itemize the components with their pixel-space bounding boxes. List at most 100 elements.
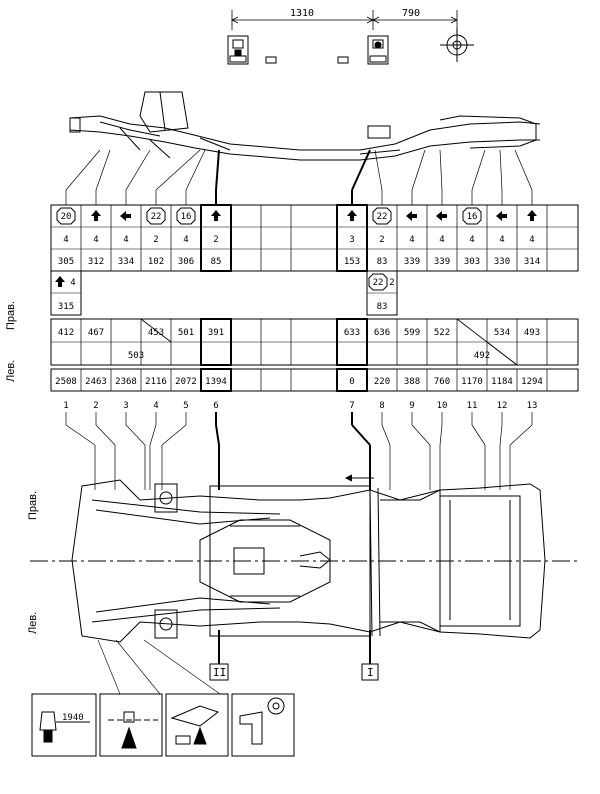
value-cell: 83: [377, 257, 388, 267]
arrow-up-icon: [527, 210, 537, 221]
right-side-cell: 501: [178, 328, 194, 338]
value-cell: 102: [148, 257, 164, 267]
label-left-bottom: Лев.: [27, 611, 39, 634]
value-cell: 303: [464, 257, 480, 267]
qty-cell: 4: [183, 235, 188, 245]
arrow-left-icon: [496, 211, 507, 221]
qty-cell: 4: [409, 235, 414, 245]
hex-badge-icon: [372, 207, 392, 225]
distance-cell: 2072: [175, 377, 197, 387]
crosshair-target-icon: [440, 28, 474, 62]
qty-cell: 2: [153, 235, 158, 245]
value-cell: 314: [524, 257, 540, 267]
right-side-cell: 534: [494, 328, 510, 338]
value-cell: 339: [434, 257, 450, 267]
qty-cell: 4: [469, 235, 474, 245]
qty-cell: 4: [439, 235, 444, 245]
qty-cell: 4: [499, 235, 504, 245]
distance-cell: 2508: [55, 377, 77, 387]
value-cell: 334: [118, 257, 134, 267]
hex-badge-icon: [176, 207, 196, 225]
right-side-cell: 467: [88, 328, 104, 338]
extra-value: 315: [58, 302, 74, 312]
column-number: 6: [213, 401, 218, 411]
distance-cell: 760: [434, 377, 450, 387]
hex-badge-icon-label: 16: [181, 212, 192, 222]
value-cell: 306: [178, 257, 194, 267]
distance-cell: 2116: [145, 377, 167, 387]
right-side-cell: 493: [524, 328, 540, 338]
hex-badge-icon-label: 22: [377, 212, 388, 222]
top-dimension-block: [231, 10, 458, 30]
inset-dim-1940: 1940: [62, 713, 84, 723]
extra-qty: 2: [389, 278, 394, 288]
arrow-left-icon: [436, 211, 447, 221]
column-number: 8: [379, 401, 384, 411]
distance-cell: 1394: [205, 377, 227, 387]
inset-panels: [31, 693, 295, 757]
measurement-table: [50, 204, 579, 392]
hex-badge-icon-label: 22: [373, 278, 384, 288]
right-side-cell: 453: [148, 328, 164, 338]
value-cell: 339: [404, 257, 420, 267]
distance-cell: 0: [349, 377, 354, 387]
dim-1310: 1310: [290, 8, 314, 19]
value-cell: 330: [494, 257, 510, 267]
small-block-1: [265, 56, 277, 64]
dim-790: 790: [402, 8, 420, 19]
left-side-cell: 503: [128, 351, 144, 361]
distance-cell: 2463: [85, 377, 107, 387]
right-side-cell: 636: [374, 328, 390, 338]
distance-cell: 2368: [115, 377, 137, 387]
arrow-up-icon: [347, 210, 357, 221]
small-block-2: [337, 56, 349, 64]
qty-cell: 2: [213, 235, 218, 245]
distance-cell: 1184: [491, 377, 513, 387]
upper-leader-lines: [65, 149, 533, 205]
extra-value: 83: [377, 302, 388, 312]
qty-cell: 4: [93, 235, 98, 245]
column-number: 13: [527, 401, 538, 411]
mount-icon-right: [367, 35, 389, 65]
qty-cell: 2: [379, 235, 384, 245]
right-side-cell: 599: [404, 328, 420, 338]
arrow-up-icon: [55, 276, 65, 287]
column-number: 4: [153, 401, 158, 411]
qty-cell: 4: [529, 235, 534, 245]
marker-I: I: [361, 663, 379, 681]
distance-cell: 388: [404, 377, 420, 387]
right-side-cell: 412: [58, 328, 74, 338]
marker-II: II: [209, 663, 229, 681]
svg-text:II: II: [213, 666, 226, 679]
label-right-top: Прав.: [5, 300, 17, 330]
right-side-cell: 522: [434, 328, 450, 338]
value-cell: 305: [58, 257, 74, 267]
distance-cell: 1170: [461, 377, 483, 387]
qty-cell: 4: [63, 235, 68, 245]
right-side-cell: 633: [344, 328, 360, 338]
value-cell: 312: [88, 257, 104, 267]
column-number: 2: [93, 401, 98, 411]
column-number: 12: [497, 401, 508, 411]
qty-cell: 3: [349, 235, 354, 245]
hex-badge-icon-label: 22: [151, 212, 162, 222]
arrow-up-icon: [211, 210, 221, 221]
right-side-cell: 391: [208, 328, 224, 338]
frame-plan-view: [30, 474, 580, 643]
column-number: 7: [349, 401, 354, 411]
column-number: 5: [183, 401, 188, 411]
left-side-cell: 492: [474, 351, 490, 361]
column-number: 1: [63, 401, 68, 411]
value-cell: 153: [344, 257, 360, 267]
column-number: 3: [123, 401, 128, 411]
distance-cell: 1294: [521, 377, 543, 387]
hex-badge-icon-label: 20: [61, 212, 72, 222]
mount-icon-left: [227, 35, 249, 65]
hex-badge-icon: [56, 207, 76, 225]
hex-badge-icon: [462, 207, 482, 225]
extra-qty: 4: [70, 278, 75, 288]
leader-lines: [65, 412, 533, 490]
qty-cell: 4: [123, 235, 128, 245]
